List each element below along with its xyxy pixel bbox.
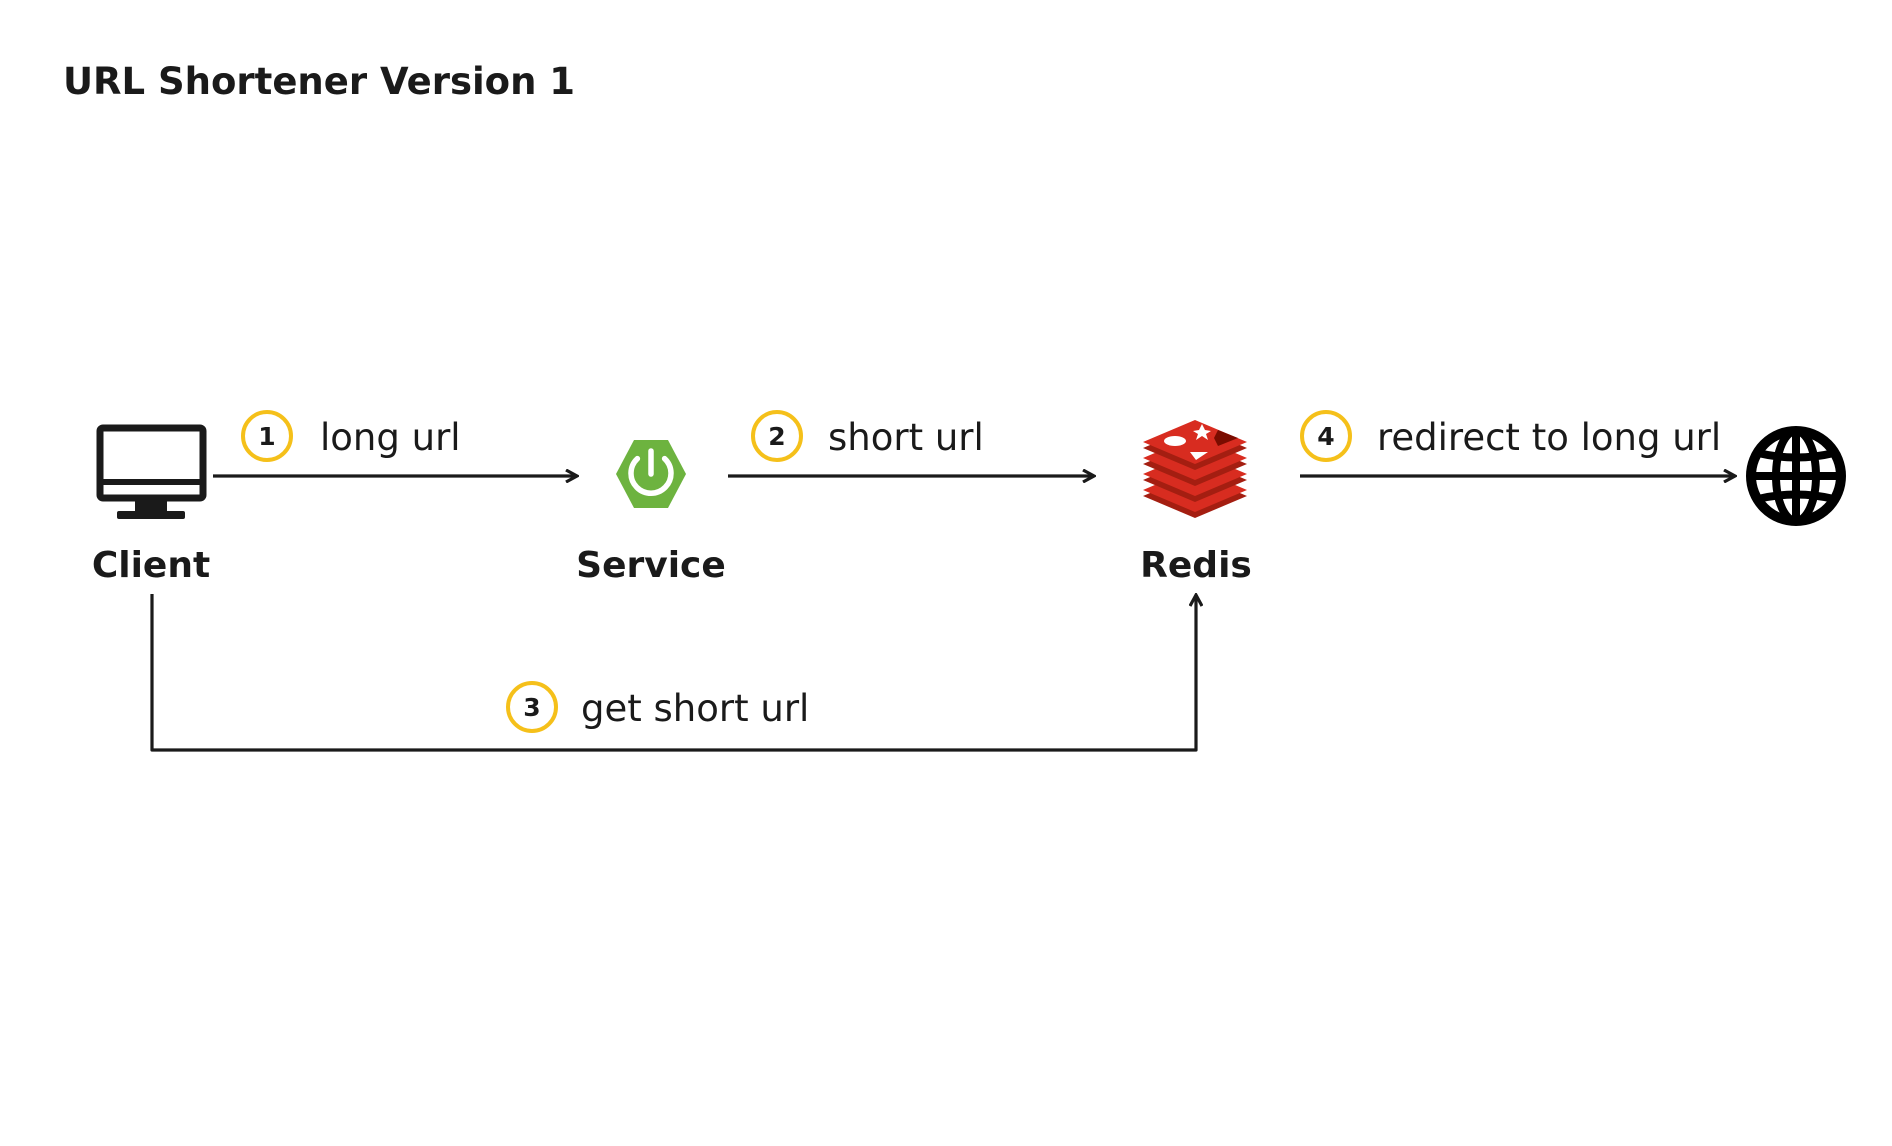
edge-redirect: 4 redirect to long url bbox=[1300, 410, 1734, 476]
edge-get-short-url: 3 get short url bbox=[150, 594, 1196, 752]
monitor-icon bbox=[96, 424, 207, 519]
edge-label-redirect: redirect to long url bbox=[1377, 416, 1721, 459]
step-number-2: 2 bbox=[768, 422, 785, 451]
step-number-4: 4 bbox=[1317, 422, 1334, 451]
client-label: Client bbox=[92, 545, 210, 586]
page-title: URL Shortener Version 1 bbox=[63, 60, 576, 103]
service-label: Service bbox=[576, 545, 726, 586]
edge-label-get-short-url: get short url bbox=[581, 687, 809, 730]
step-badge-1 bbox=[241, 410, 293, 462]
globe-icon bbox=[1746, 426, 1846, 526]
step-number-1: 1 bbox=[258, 422, 275, 451]
edge-long-url: 1 long url bbox=[213, 410, 576, 476]
spring-power-icon bbox=[616, 440, 686, 508]
edge-label-long-url: long url bbox=[320, 416, 461, 459]
step-badge-2 bbox=[751, 410, 803, 462]
redis-logo-icon bbox=[1143, 420, 1247, 518]
edge-short-url: 2 short url bbox=[728, 410, 1093, 476]
edge-label-short-url: short url bbox=[828, 416, 984, 459]
redis-label: Redis bbox=[1140, 545, 1252, 586]
step-number-3: 3 bbox=[523, 693, 540, 722]
step-badge-4 bbox=[1300, 410, 1352, 462]
step-badge-3 bbox=[506, 681, 558, 733]
